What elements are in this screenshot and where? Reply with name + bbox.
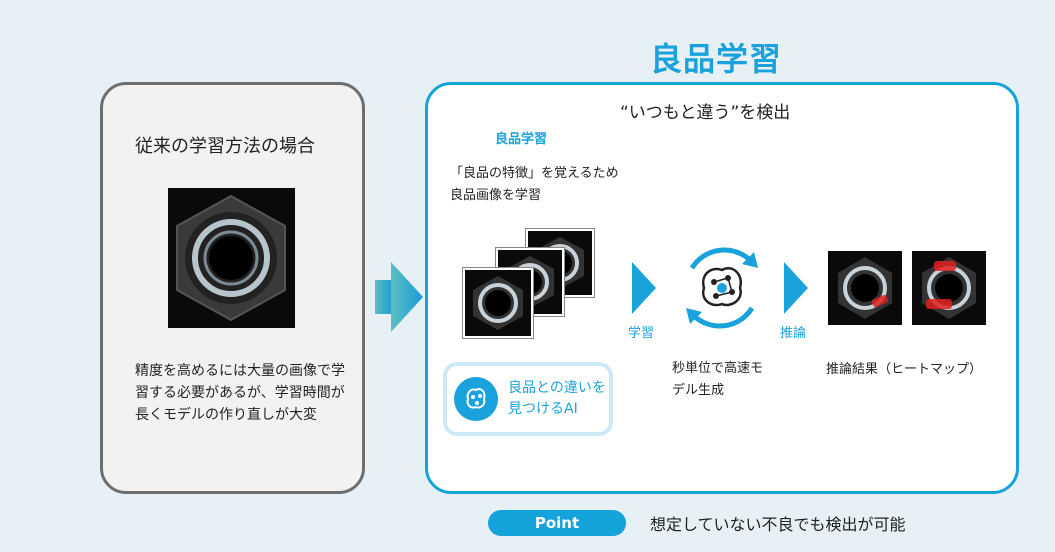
ai-feature-text: 良品との違いを見つけるAI [508,380,606,417]
learn-arrow-icon [632,262,656,314]
point-badge: Point [488,510,626,536]
page-title: 良品学習 [650,40,783,78]
heatmap-image-2 [912,251,986,325]
training-image-1 [463,268,533,338]
conventional-method-title: 従来の学習方法の場合 [135,136,315,157]
panel-subtitle: “いつもと違う”を検出 [620,103,791,123]
learning-description: 「良品の特徴」を覚えるため良品画像を学習 [450,166,619,203]
chevron-right-icon [375,262,423,336]
heatmap-label: 推論結果（ヒートマップ） [826,362,983,377]
learn-arrow-label: 学習 [628,326,655,341]
point-text: 想定していない不良でも検出が可能 [650,515,906,534]
ai-brain-icon [672,238,772,342]
learning-heading: 良品学習 [495,132,548,147]
infer-arrow-label: 推論 [780,326,807,341]
brain-description: 秒単位で高速モデル生成 [672,361,764,398]
infer-arrow-icon [784,262,808,314]
heatmap-image-1 [828,251,902,325]
conventional-nut-image [168,188,295,328]
conventional-method-description: 精度を高めるには大量の画像で学習する必要があるが、学習時間が長くモデルの作り直し… [135,363,345,423]
ai-brain-icon-small [454,377,498,421]
